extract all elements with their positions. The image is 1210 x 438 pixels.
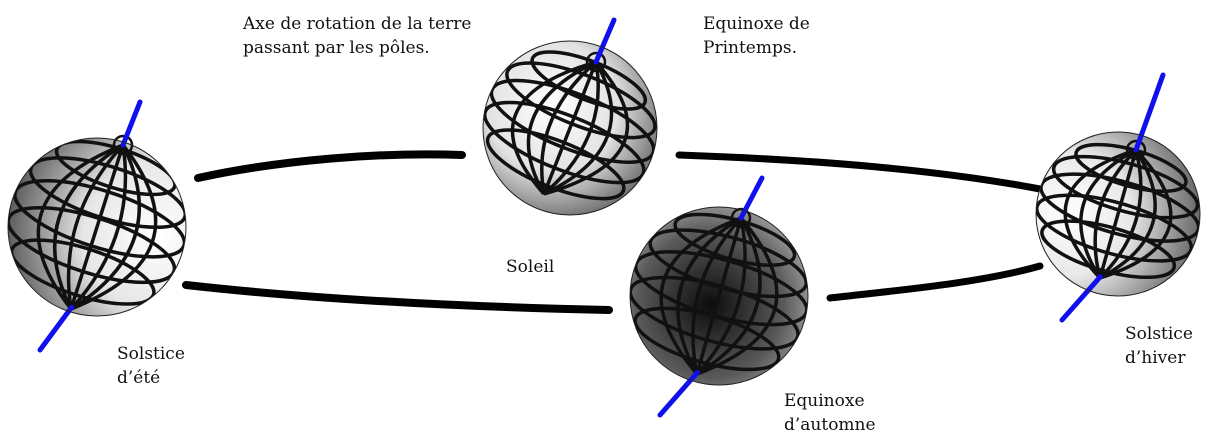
- sun-label-text: Soleil: [506, 257, 555, 277]
- earth-globe-summer-solstice-meridian: [52, 143, 124, 310]
- spring-equinox-label-line-1: Equinoxe de: [703, 14, 810, 34]
- earth-globe-summer-solstice: [7, 99, 187, 353]
- earth-globe-summer-solstice-meridian: [66, 143, 125, 310]
- earth-globe-winter-solstice-pole-cap: [1125, 139, 1147, 161]
- earth-globe-winter-solstice-axis-north: [1133, 72, 1166, 153]
- earth-globe-winter-solstice-parallel: [1040, 219, 1177, 280]
- sun-globe-outline: [482, 40, 658, 216]
- earth-globe-summer-solstice-meridian: [69, 144, 125, 310]
- sun-globe-meridian: [526, 60, 597, 195]
- sun-globe-axis-north: [593, 17, 617, 65]
- earth-globe-summer-solstice-parallel: [54, 139, 177, 197]
- axis-label: Axe de rotation de la terre passant par …: [243, 12, 471, 60]
- sun-globe-meridian: [510, 60, 597, 196]
- earth-globe-autumn-equinox-parallel: [673, 212, 797, 267]
- spring-equinox-label: Equinoxe de Printemps.: [703, 12, 810, 60]
- earth-globe-summer-solstice-meridian: [70, 144, 142, 311]
- orbit-segment-summer-spring: [194, 150, 466, 182]
- summer-solstice-label-line-1: Solstice: [117, 344, 185, 364]
- earth-globe-summer-solstice-meridian: [36, 143, 124, 311]
- earth-globe-summer-solstice-axis-south: [37, 304, 75, 353]
- orbit-segment-autumn-winter: [826, 262, 1044, 302]
- earth-globe-summer-solstice-grid: [8, 139, 186, 311]
- earth-globe-autumn-equinox-axis-south: [657, 369, 700, 418]
- sun-globe-parallel: [485, 128, 626, 201]
- earth-globe-autumn-equinox: [629, 175, 809, 418]
- earth-globe-winter-solstice-parallel: [1051, 154, 1200, 220]
- earth-globe-autumn-equinox-meridian: [695, 217, 747, 376]
- earth-globe-winter-solstice-axis-south: [1059, 274, 1103, 323]
- earth-globe-autumn-equinox-pole-cap: [730, 207, 752, 229]
- orbit-path: [182, 150, 1044, 314]
- autumn-equinox-label: Equinoxe d’automne: [784, 389, 876, 437]
- sun-globe-parallel: [505, 61, 657, 140]
- earth-globe-autumn-equinox-parallel: [633, 306, 781, 372]
- earth-globe-autumn-equinox-meridian: [695, 217, 743, 375]
- earth-globe-winter-solstice: [1035, 72, 1201, 323]
- axis-label-line-2: passant par les pôles.: [243, 38, 430, 58]
- axis-label-line-1: Axe de rotation de la terre: [243, 14, 472, 34]
- orbit-segment-summer-autumn: [182, 281, 613, 314]
- spring-equinox-label-line-2: Printemps.: [703, 38, 797, 58]
- earth-globe-summer-solstice-axis-north: [120, 99, 143, 148]
- winter-solstice-label-line-2: d’hiver: [1125, 348, 1186, 368]
- earth-globe-winter-solstice-parallel: [1036, 193, 1194, 263]
- earth-globe-autumn-equinox-meridian: [696, 217, 762, 376]
- earth-globe-summer-solstice-meridian: [69, 144, 128, 311]
- sun-globe-meridian: [543, 60, 630, 196]
- autumn-equinox-label-line-2: d’automne: [784, 415, 876, 435]
- sun-label: Soleil: [506, 255, 554, 279]
- summer-solstice-label: Solstice d’été: [117, 342, 185, 390]
- orbit-segment-spring-winter: [675, 151, 1044, 193]
- autumn-equinox-label-line-1: Equinoxe: [784, 391, 865, 411]
- earth-globe-autumn-equinox-outline: [629, 206, 809, 386]
- earth-globe-autumn-equinox-axis-north: [738, 175, 765, 221]
- earth-globe-autumn-equinox-parallel: [648, 228, 808, 299]
- summer-solstice-label-line-2: d’été: [117, 368, 161, 388]
- earth-globe-summer-solstice-outline: [7, 137, 187, 317]
- earth-globe-summer-solstice-parallel: [9, 238, 156, 306]
- sun-globe-parallel: [483, 100, 646, 185]
- winter-solstice-label-line-1: Solstice: [1125, 324, 1193, 344]
- earth-globe-winter-solstice-outline: [1035, 131, 1201, 297]
- sun-globe-pole-cap: [585, 51, 607, 73]
- winter-solstice-label: Solstice d’hiver: [1125, 322, 1193, 370]
- sun-globe: [482, 17, 658, 216]
